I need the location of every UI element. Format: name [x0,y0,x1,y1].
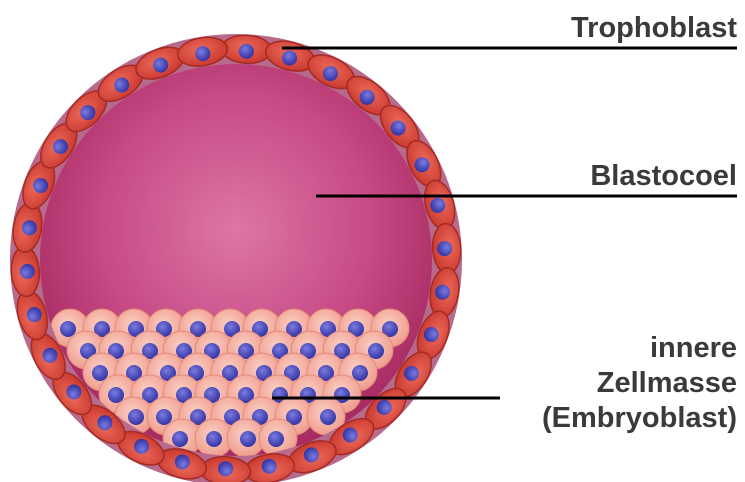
icm-cell-nucleus [240,431,256,447]
icm-label-line-3: (Embryoblast) [542,401,737,436]
trophoblast-label: Trophoblast [571,12,737,44]
icm-cell-nucleus [156,409,172,425]
icm-cell-nucleus [60,321,76,337]
icm-cell-nucleus [206,431,222,447]
icm-cell-nucleus [320,409,336,425]
icm-cell-nucleus [268,431,284,447]
icm-cell-nucleus [92,365,108,381]
icm-cell-nucleus [352,365,368,381]
icm-cell-nucleus [172,431,188,447]
inner-cell-mass-label: innere Zellmasse (Embryoblast) [542,331,737,436]
icm-cell-nucleus [108,387,124,403]
icm-label-line-1: innere [542,331,737,366]
icm-label-line-2: Zellmasse [542,366,737,401]
icm-cell-nucleus [368,343,384,359]
icm-cell-nucleus [128,409,144,425]
blastocoel-label: Blastocoel [590,160,737,192]
